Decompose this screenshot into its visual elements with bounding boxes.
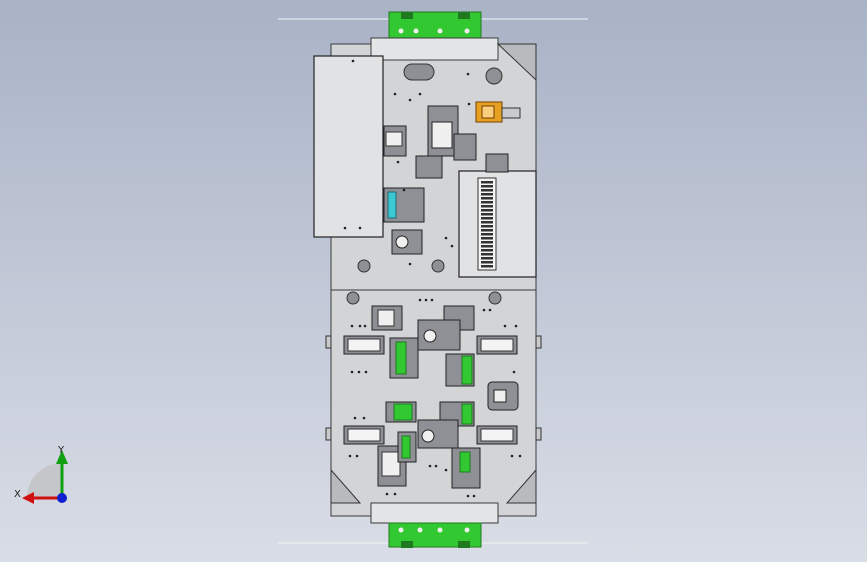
- fastener-hole: [402, 188, 406, 192]
- fastener-hole: [343, 226, 347, 230]
- terminal-pin: [481, 265, 493, 268]
- fastener-hole: [434, 464, 438, 468]
- fastener-hole: [418, 298, 422, 302]
- terminal-pin: [481, 237, 493, 240]
- fastener-hole: [364, 370, 368, 374]
- terminal-pin: [481, 241, 493, 244]
- terminal-pin: [481, 225, 493, 228]
- fastener-hole: [503, 324, 507, 328]
- fastener-hole: [510, 454, 514, 458]
- terminal-pin: [481, 245, 493, 248]
- fastener-hole: [358, 324, 362, 328]
- terminal-pin: [481, 205, 493, 208]
- fastener-hole: [396, 160, 400, 164]
- terminal-pin: [481, 201, 493, 204]
- fastener-hole: [348, 454, 352, 458]
- lower-station-upper[interactable]: [343, 305, 519, 411]
- fastener-hole: [393, 492, 397, 496]
- left-cover-plate[interactable]: [313, 55, 384, 238]
- fastener-hole: [430, 298, 434, 302]
- fastener-hole: [385, 492, 389, 496]
- top-guide-rail-icon[interactable]: [388, 11, 482, 39]
- fastener-hole: [351, 59, 355, 63]
- terminal-pin: [481, 261, 493, 264]
- terminal-pin: [481, 229, 493, 232]
- terminal-pin: [481, 181, 493, 184]
- fastener-hole: [518, 454, 522, 458]
- fastener-hole: [357, 370, 361, 374]
- orange-sensor-icon[interactable]: [475, 101, 521, 123]
- upper-plate-features: [357, 43, 537, 273]
- fastener-hole: [514, 324, 518, 328]
- fastener-hole: [444, 468, 448, 472]
- upper-clamp-assembly[interactable]: [383, 105, 509, 255]
- terminal-pin: [481, 193, 493, 196]
- fastener-hole: [467, 102, 471, 106]
- axis-y-label: Y: [57, 445, 65, 456]
- terminal-pin: [481, 189, 493, 192]
- side-tabs: [325, 335, 542, 441]
- bottom-guide-rail-icon[interactable]: [388, 522, 482, 548]
- terminal-pin: [481, 257, 493, 260]
- fastener-hole: [466, 72, 470, 76]
- terminal-pin: [481, 233, 493, 236]
- fastener-hole: [466, 494, 470, 498]
- fastener-hole: [488, 308, 492, 312]
- fastener-hole: [482, 308, 486, 312]
- terminal-pin: [481, 249, 493, 252]
- coordinate-triad-icon: Y X: [14, 445, 68, 504]
- terminal-pin: [481, 213, 493, 216]
- terminal-pin: [481, 209, 493, 212]
- fastener-hole: [408, 98, 412, 102]
- fastener-hole: [355, 454, 359, 458]
- fastener-hole: [418, 92, 422, 96]
- fastener-holes: [343, 59, 522, 498]
- fastener-hole: [450, 244, 454, 248]
- fastener-hole: [393, 92, 397, 96]
- terminal-pin: [481, 217, 493, 220]
- terminal-pin: [481, 197, 493, 200]
- fastener-hole: [350, 324, 354, 328]
- fastener-hole: [428, 464, 432, 468]
- fastener-hole: [358, 226, 362, 230]
- fastener-hole: [472, 494, 476, 498]
- right-terminal-cover[interactable]: [458, 170, 537, 278]
- fastener-hole: [362, 416, 366, 420]
- fastener-hole: [350, 370, 354, 374]
- terminal-pin: [481, 221, 493, 224]
- lower-plate-features: [330, 291, 537, 504]
- fastener-hole: [512, 370, 516, 374]
- fastener-hole: [353, 416, 357, 420]
- terminal-pin: [481, 253, 493, 256]
- lower-station-lower[interactable]: [343, 401, 518, 489]
- terminal-pin: [481, 185, 493, 188]
- fastener-hole: [424, 298, 428, 302]
- fastener-hole: [444, 236, 448, 240]
- fastener-hole: [408, 262, 412, 266]
- axis-x-label: X: [14, 489, 21, 500]
- fastener-hole: [363, 324, 367, 328]
